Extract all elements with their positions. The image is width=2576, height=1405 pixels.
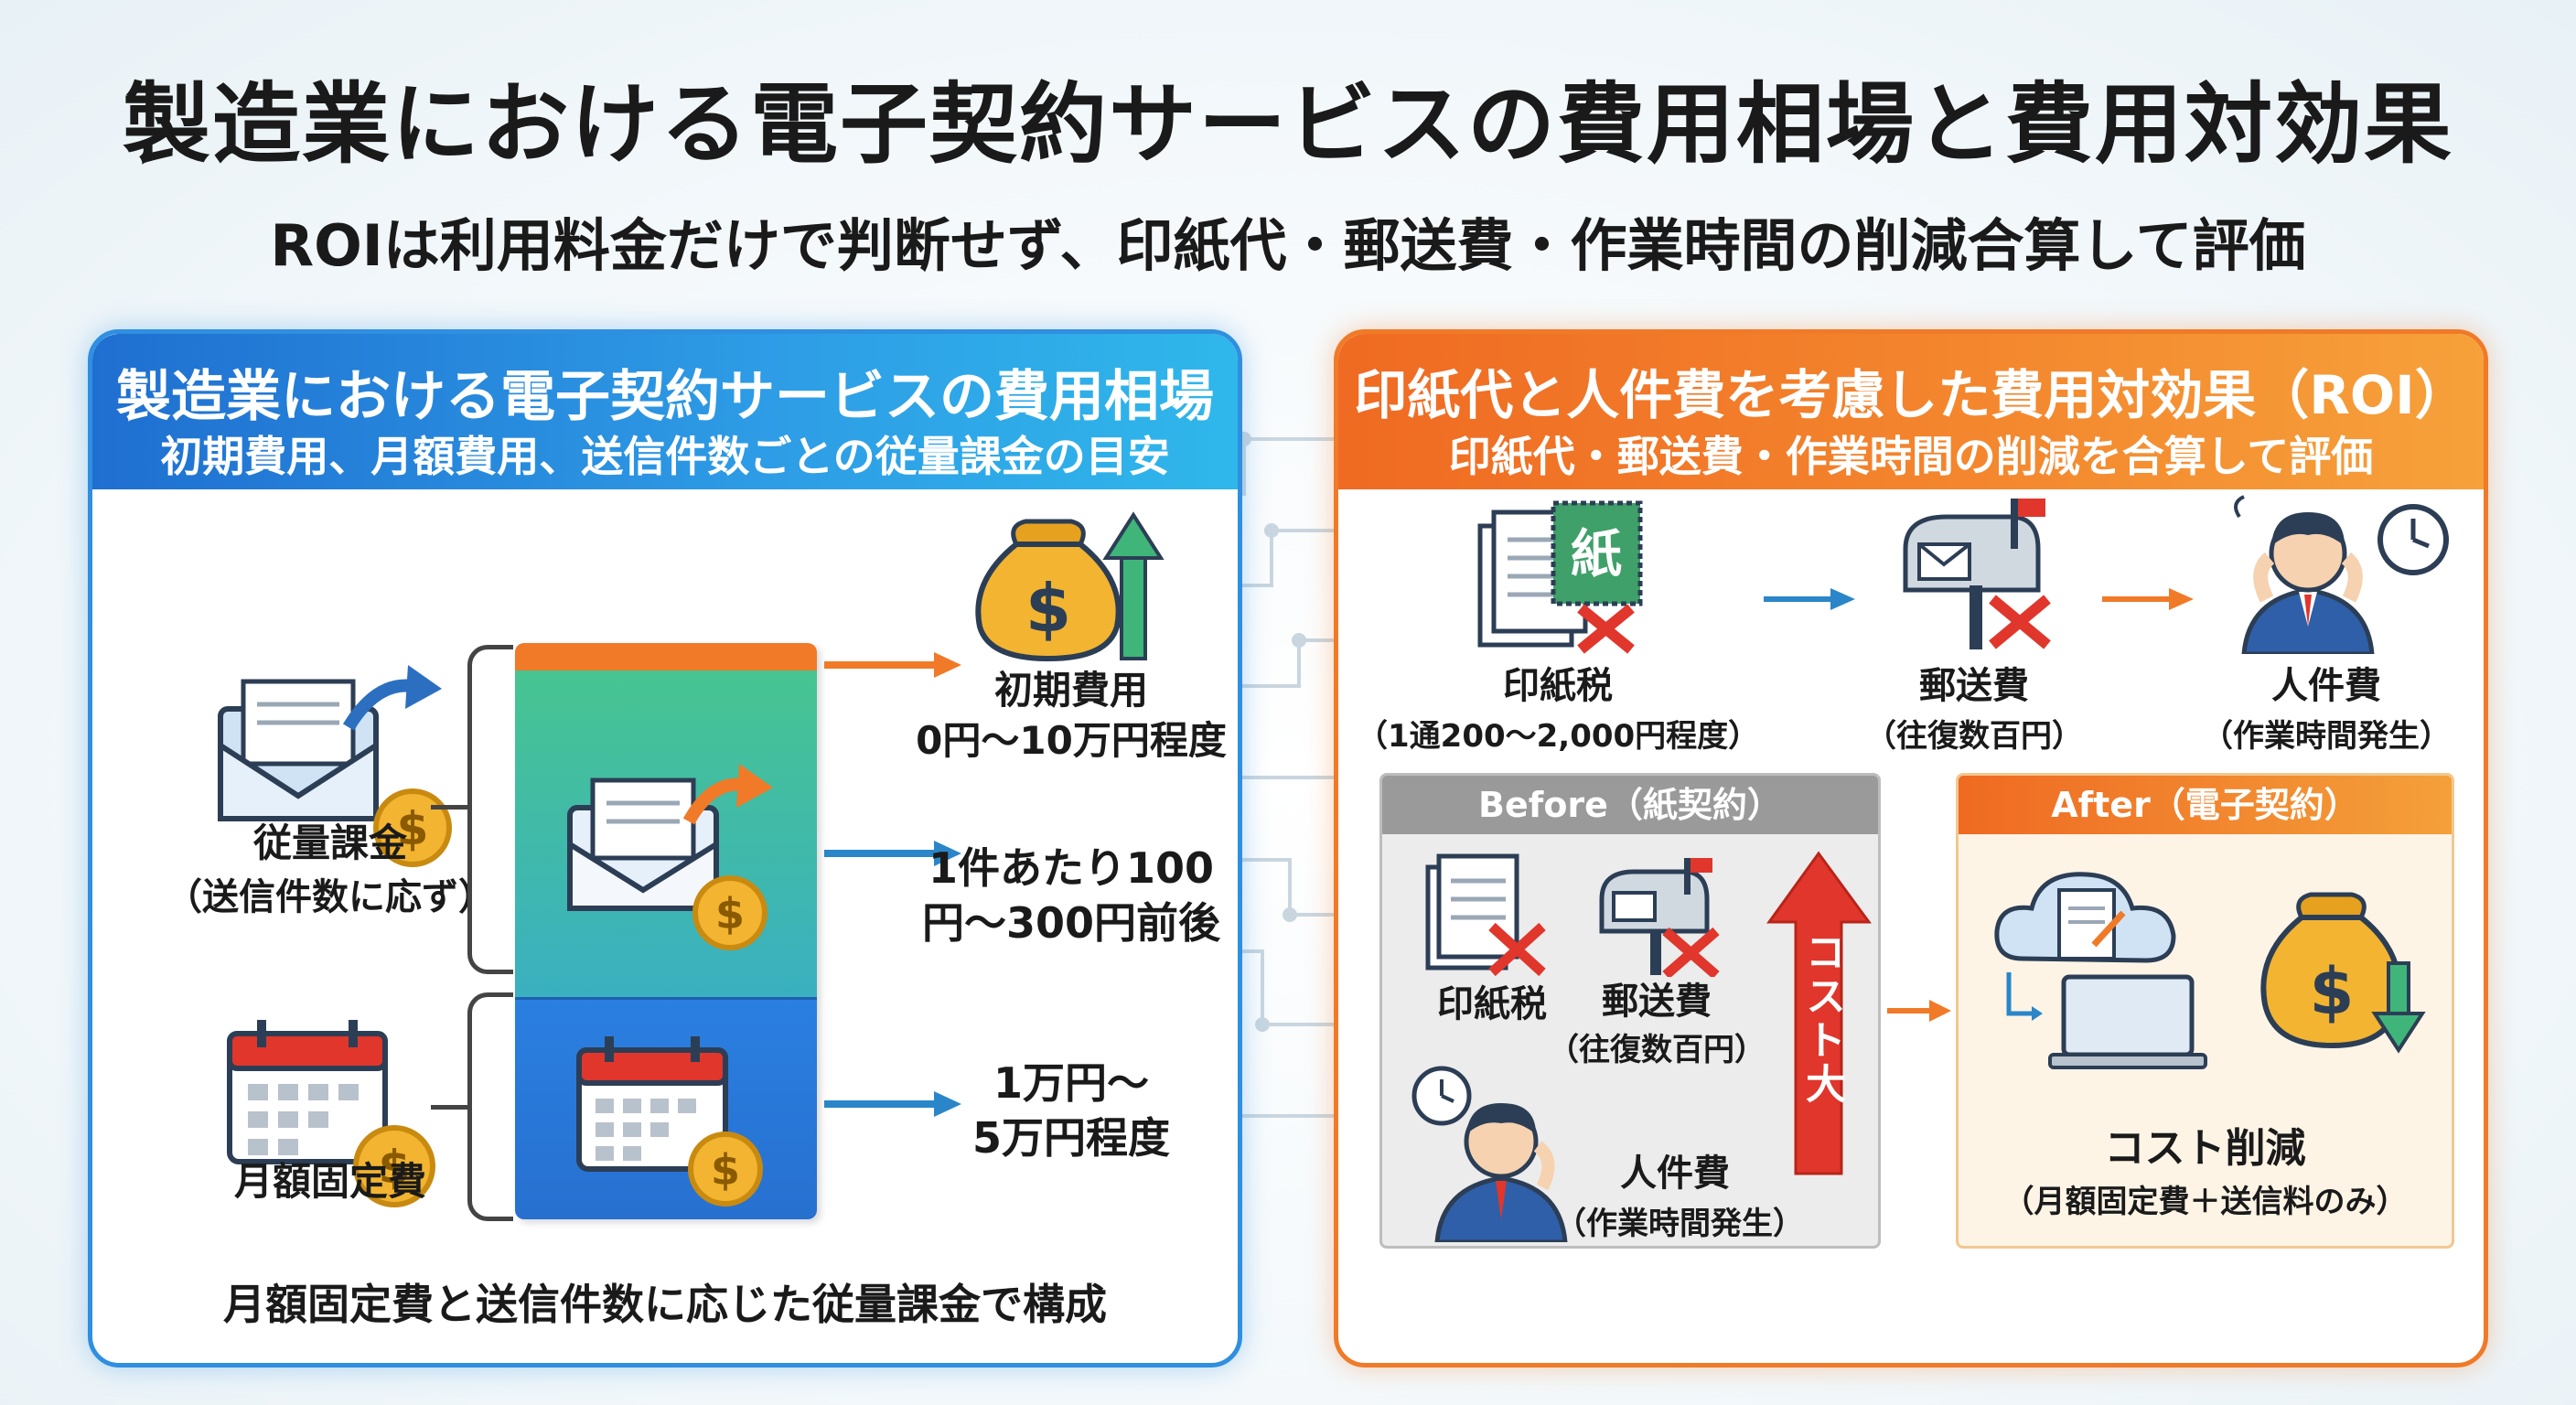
- stamp-tax-label: 印紙税: [1503, 665, 1613, 707]
- svg-text:$: $: [397, 802, 429, 855]
- svg-text:$: $: [715, 889, 745, 938]
- svg-text:$: $: [2310, 954, 2355, 1029]
- stamp-tax-sublabel: （1通200〜2,000円程度）: [1357, 718, 1760, 755]
- cost-reduction-sublabel: （月額固定費＋送信料のみ）: [2002, 1184, 2408, 1220]
- cloud-laptop-icon: [1994, 872, 2207, 1069]
- arrow-right-icon: [1764, 588, 1855, 610]
- cost-market-header: 製造業における電子契約サービスの費用相場 初期費用、月額費用、送信件数ごとの従量…: [92, 334, 1238, 489]
- mailbox-icon: [1599, 858, 1720, 977]
- calendar-coin-icon: $: [576, 1036, 763, 1207]
- postage-label: 郵送費: [1919, 665, 2029, 707]
- postage-sublabel: （往復数百円）: [1865, 718, 2083, 755]
- column-arrows: [824, 652, 961, 1117]
- monthly-cost-segment: $: [515, 997, 817, 1219]
- cost-market-title: 製造業における電子契約サービスの費用相場: [116, 365, 1214, 429]
- stamp-document-icon: 紙: [1477, 500, 1643, 654]
- before-stamp-tax: 印紙税: [1437, 983, 1547, 1025]
- labor-sublabel: （作業時間発生）: [2202, 718, 2451, 755]
- before-postage-sub: （往復数百円）: [1548, 1032, 1766, 1068]
- roi-subtitle: 印紙代・郵送費・作業時間の削減を合算して評価: [1448, 432, 2374, 481]
- usage-connector: [431, 805, 469, 810]
- monthly-brace: [467, 992, 513, 1221]
- svg-text:$: $: [1025, 570, 1071, 647]
- monthly-fee-value-line1: 1万円〜: [993, 1058, 1149, 1108]
- initial-cost-segment: [515, 643, 817, 670]
- after-header: After（電子契約）: [1959, 776, 2452, 834]
- envelope-coin-icon: $: [218, 665, 452, 867]
- before-postage: 郵送費: [1602, 981, 1712, 1023]
- labor-label: 人件費: [2271, 665, 2381, 707]
- page-subtitle: ROIは利用料金だけで判断せず、印紙代・郵送費・作業時間の削減合算して評価: [270, 212, 2306, 279]
- per-send-fee-line2: 円〜300円前後: [921, 898, 1221, 948]
- calendar-coin-icon: $: [227, 1020, 435, 1207]
- cost-up-arrow: [1766, 851, 1872, 1175]
- arrow-right-icon: [2102, 588, 2194, 610]
- cost-structure-summary: 月額固定費と送信件数に応じた従量課金で構成: [223, 1280, 1107, 1329]
- envelope-coin-icon: $: [567, 764, 773, 950]
- cross-icon: [1488, 922, 1546, 977]
- usage-cost-segment: $: [515, 670, 817, 997]
- before-paper-contract: Before（紙契約） 印紙税 郵送費 （往復数百円）: [1379, 773, 1881, 1249]
- monthly-fee-label: 月額固定費: [233, 1159, 426, 1204]
- svg-text:$: $: [711, 1145, 740, 1195]
- roi-header: 印紙代と人件費を考慮した費用対効果（ROI） 印紙代・郵送費・作業時間の削減を合…: [1338, 334, 2484, 489]
- before-header: Before（紙契約）: [1382, 776, 1878, 834]
- cost-structure-column: $ $: [515, 643, 817, 1219]
- arrow-right-icon: [1887, 1000, 1951, 1022]
- cross-icon: [1662, 927, 1720, 977]
- usage-fee-sublabel: （送信件数に応ず）: [166, 876, 495, 918]
- per-send-fee-line1: 1件あたり100: [928, 843, 1215, 893]
- cost-market-panel: 製造業における電子契約サービスの費用相場 初期費用、月額費用、送信件数ごとの従量…: [88, 329, 1242, 1367]
- stressed-worker-icon: [1411, 1066, 1568, 1242]
- arrow-right-icon: [824, 841, 961, 866]
- money-bag-up-icon: $: [975, 511, 1165, 662]
- initial-fee-label: 初期費用: [993, 668, 1148, 713]
- arrow-right-icon: [824, 1091, 961, 1117]
- money-bag-down-icon: $: [2260, 892, 2426, 1054]
- roi-title: 印紙代と人件費を考慮した費用対効果（ROI）: [1354, 364, 2468, 426]
- cross-icon: [1989, 595, 2051, 649]
- initial-fee-value: 0円〜10万円程度: [916, 718, 1227, 763]
- cost-high-label: コスト大: [1798, 931, 1845, 1107]
- cost-market-subtitle: 初期費用、月額費用、送信件数ごとの従量課金の目安: [160, 432, 1170, 481]
- stressed-worker-icon: [2234, 495, 2449, 654]
- before-labor-sub: （作業時間発生）: [1555, 1206, 1804, 1242]
- cost-reduction-label: コスト削減: [2104, 1125, 2306, 1172]
- page-title: 製造業における電子契約サービスの費用相場と費用対効果: [123, 73, 2453, 176]
- arrow-right-icon: [824, 652, 961, 678]
- roi-panel: 印紙代と人件費を考慮した費用対効果（ROI） 印紙代・郵送費・作業時間の削減を合…: [1334, 329, 2488, 1367]
- before-labor: 人件費: [1620, 1153, 1730, 1195]
- mailbox-icon: [1903, 499, 2051, 649]
- usage-brace: [467, 645, 513, 974]
- monthly-fee-value-line2: 5万円程度: [971, 1113, 1170, 1163]
- svg-text:$: $: [379, 1141, 411, 1194]
- stamp-document-icon: [1425, 853, 1546, 977]
- usage-fee-label: 従量課金: [252, 820, 407, 865]
- monthly-connector: [431, 1105, 469, 1110]
- after-e-contract: After（電子契約） $ コスト削減 （月額固定費＋送信料のみ）: [1956, 773, 2454, 1249]
- cross-icon: [1577, 604, 1635, 654]
- stamp-char: 紙: [1571, 525, 1622, 585]
